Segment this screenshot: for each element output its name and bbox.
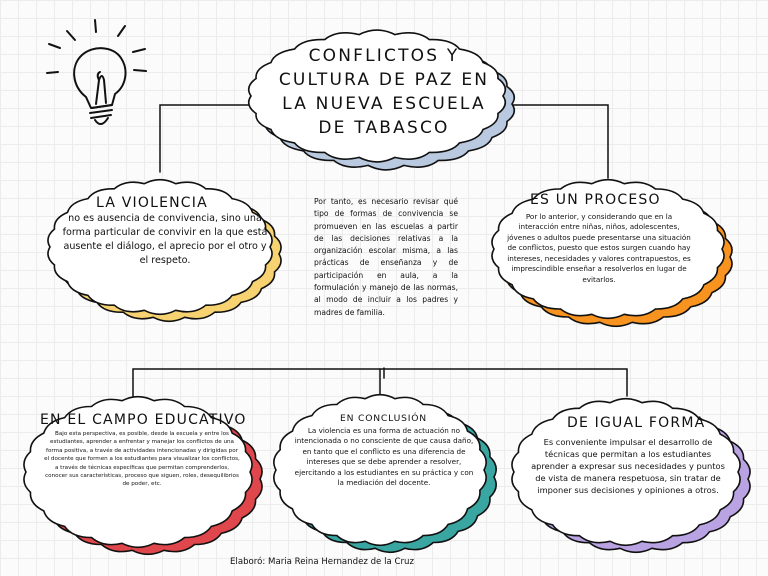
educativo-text: Bajo esta perspectiva, es posible, desde… xyxy=(44,431,240,488)
proceso-heading: ES UN PROCESO xyxy=(530,192,661,208)
igual-cloud xyxy=(511,397,741,547)
violencia-text: no es ausencia de convivencia, sino una … xyxy=(62,213,268,266)
central-text: Por tanto, es necesario revisar qué tipo… xyxy=(314,197,458,317)
educativo-heading: EN EL CAMPO EDUCATIVO xyxy=(40,412,247,428)
connector-title-proceso xyxy=(494,104,609,179)
connector-title-violencia xyxy=(159,104,274,173)
igual-text: Es conveniente impulsar el desarrollo de… xyxy=(531,437,725,496)
conclusion-text: La violencia es una forma de actuación n… xyxy=(294,426,474,488)
proceso-cloud xyxy=(491,178,725,320)
author-credit: Elaboró: Maria Reina Hernandez de la Cru… xyxy=(230,557,414,567)
proceso-text: Por lo anterior, y considerando que en l… xyxy=(507,212,691,284)
violencia-cloud xyxy=(47,178,273,316)
conclusion-heading: EN CONCLUSIÓN xyxy=(340,413,427,424)
light-bulb-icon xyxy=(46,19,147,125)
educativo-cloud xyxy=(23,395,253,549)
violencia-heading: LA VIOLENCIA xyxy=(96,195,208,211)
title-cloud xyxy=(247,29,507,163)
igual-heading: DE IGUAL FORMA xyxy=(567,415,706,431)
conclusion-cloud xyxy=(273,393,487,547)
map-title: CONFLICTOS Y CULTURA DE PAZ EN LA NUEVA … xyxy=(278,46,490,138)
